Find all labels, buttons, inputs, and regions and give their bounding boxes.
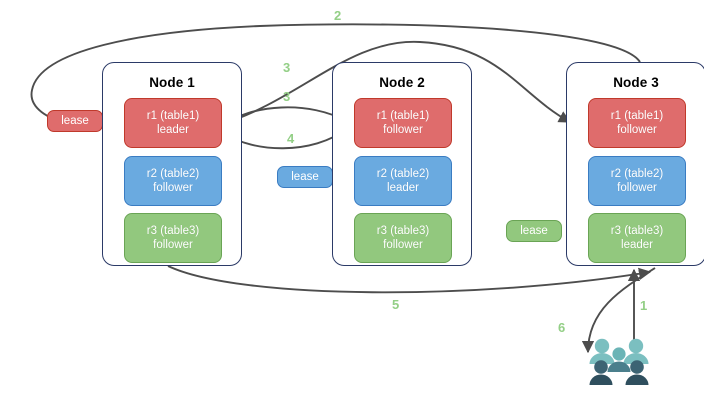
replica-line1: r3 (table3) — [376, 225, 430, 237]
replica-line2: follower — [617, 182, 657, 194]
replica-line2: follower — [153, 239, 193, 251]
node-title: Node 1 — [149, 75, 195, 90]
lease-label: lease — [520, 225, 548, 237]
edge-5-path — [167, 265, 652, 294]
replica-line1: r1 (table1) — [146, 110, 200, 122]
edge-label-3-short: 3 — [283, 89, 291, 104]
replica-n1r2[interactable]: r2 (table2) follower — [124, 156, 222, 206]
edge-6-path — [581, 267, 656, 354]
replica-line2: follower — [617, 124, 657, 136]
replica-n2r2[interactable]: r2 (table2) leader — [354, 156, 452, 206]
replica-line2: follower — [383, 124, 423, 136]
lease-label: lease — [291, 171, 319, 183]
lease-box-r1[interactable]: lease — [47, 110, 103, 132]
replica-n3r2[interactable]: r2 (table2) follower — [588, 156, 686, 206]
edge-label-1: 1 — [640, 298, 648, 313]
replica-n3r1[interactable]: r1 (table1) follower — [588, 98, 686, 148]
replica-line2: follower — [153, 182, 193, 194]
node-title: Node 3 — [613, 75, 659, 90]
replica-line1: r1 (table1) — [610, 110, 664, 122]
edge-label-3-long: 3 — [283, 60, 291, 75]
replica-line2: leader — [621, 239, 653, 251]
replica-line1: r1 (table1) — [376, 110, 430, 122]
node-box-node2[interactable]: Node 2 r1 (table1) follower r2 (table2) … — [332, 62, 472, 266]
replica-line2: leader — [387, 182, 419, 194]
node-box-node3[interactable]: Node 3 r1 (table1) follower r2 (table2) … — [566, 62, 704, 266]
replica-line1: r2 (table2) — [376, 168, 430, 180]
replica-n3r3[interactable]: r3 (table3) leader — [588, 213, 686, 263]
users-group-icon[interactable] — [586, 336, 654, 392]
replica-n2r1[interactable]: r1 (table1) follower — [354, 98, 452, 148]
edge-label-2: 2 — [334, 8, 342, 23]
replica-n2r3[interactable]: r3 (table3) follower — [354, 213, 452, 263]
lease-box-r2[interactable]: lease — [277, 166, 333, 188]
replica-line1: r2 (table2) — [146, 168, 200, 180]
lease-box-r3[interactable]: lease — [506, 220, 562, 242]
edge-2-path — [30, 23, 641, 127]
replica-line2: follower — [383, 239, 423, 251]
node-box-node1[interactable]: Node 1 r1 (table1) leader r2 (table2) fo… — [102, 62, 242, 266]
replica-line1: r3 (table3) — [610, 225, 664, 237]
edge-label-4: 4 — [287, 131, 295, 146]
lease-label: lease — [61, 115, 89, 127]
replica-line2: leader — [157, 124, 189, 136]
replica-line1: r3 (table3) — [146, 225, 200, 237]
replica-line1: r2 (table2) — [610, 168, 664, 180]
replica-n1r3[interactable]: r3 (table3) follower — [124, 213, 222, 263]
node-title: Node 2 — [379, 75, 425, 90]
edge-3-long-path — [221, 41, 572, 125]
edge-label-6: 6 — [558, 320, 566, 335]
edge-label-5: 5 — [392, 297, 400, 312]
replica-n1r1[interactable]: r1 (table1) leader — [124, 98, 222, 148]
